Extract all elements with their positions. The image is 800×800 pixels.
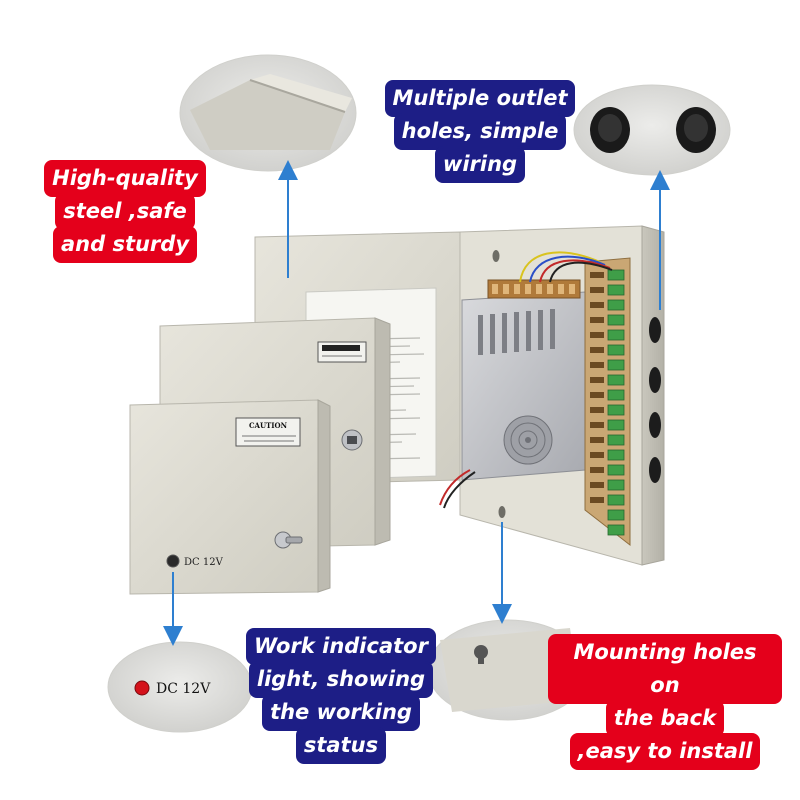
power-supply-module bbox=[461, 291, 586, 481]
red-indicator-icon bbox=[134, 680, 150, 696]
callout-work-indicator: Work indicator light, showing the workin… bbox=[246, 630, 436, 762]
zoom-steel-edge bbox=[179, 54, 357, 172]
callout-steel-quality: High-quality steel ,safe and sturdy bbox=[40, 162, 210, 261]
small-enclosure: CAUTION DC 12V bbox=[129, 399, 331, 595]
bottom-mount-hole bbox=[498, 506, 506, 518]
callout-mount-line-2: the back bbox=[607, 702, 723, 735]
indicator-light-small bbox=[166, 554, 180, 568]
top-mount-hole bbox=[492, 250, 500, 262]
callout-steel-line-2: steel ,safe bbox=[57, 195, 193, 228]
callout-outlet-holes: Multiple outlet holes, simple wiring bbox=[380, 82, 580, 181]
distribution-board bbox=[584, 257, 631, 547]
dc-label-small: DC 12V bbox=[184, 557, 224, 568]
wiring bbox=[439, 251, 613, 509]
callout-outlet-line-2: holes, simple bbox=[395, 115, 565, 148]
cooling-fan bbox=[503, 415, 553, 465]
main-terminal-block bbox=[487, 279, 581, 299]
callout-indicator-line-2: light, showing bbox=[250, 663, 432, 696]
callout-outlet-line-1: Multiple outlet bbox=[386, 82, 574, 115]
callout-indicator-line-1: Work indicator bbox=[248, 630, 434, 663]
callout-mount-line-1: Mounting holes on bbox=[550, 636, 780, 702]
callout-steel-line-1: High-quality bbox=[46, 162, 204, 195]
callout-outlet-line-3: wiring bbox=[436, 148, 524, 181]
callout-steel-line-3: and sturdy bbox=[54, 228, 196, 261]
callout-indicator-line-3: the working bbox=[264, 696, 418, 729]
key-lock-small bbox=[274, 531, 303, 549]
caution-sticker-small: CAUTION bbox=[235, 417, 301, 447]
zoom-indicator: DC 12V bbox=[107, 641, 253, 733]
callout-mounting-holes: Mounting holes on the back ,easy to inst… bbox=[550, 636, 780, 768]
zoom-mounting-hole bbox=[427, 619, 589, 721]
zoom-outlet-holes bbox=[573, 84, 731, 176]
svg-text:CAUTION: CAUTION bbox=[249, 421, 288, 430]
caution-sticker-medium bbox=[317, 341, 367, 363]
callout-arrows bbox=[163, 160, 670, 646]
lock-medium bbox=[341, 429, 363, 451]
callout-indicator-line-4: status bbox=[297, 729, 385, 762]
dc-label-zoom: DC 12V bbox=[156, 681, 211, 697]
side-outlet-holes bbox=[649, 317, 661, 483]
callout-mount-line-3: ,easy to install bbox=[571, 735, 759, 768]
